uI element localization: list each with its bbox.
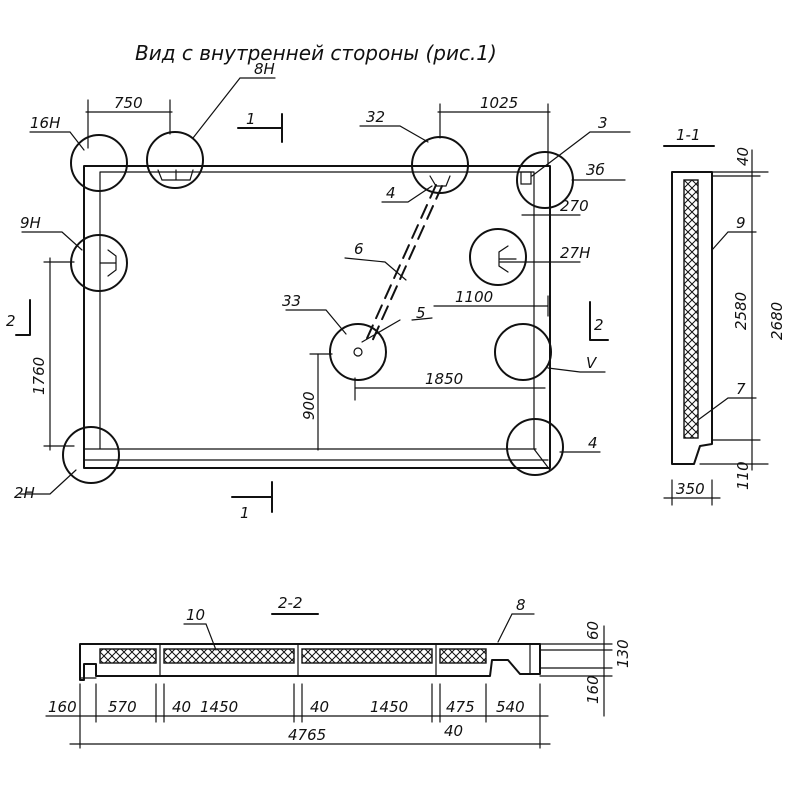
section-mark-1-bottom (231, 481, 273, 513)
leader-2n (19, 469, 77, 495)
insulation-block-4 (439, 648, 487, 664)
dim-900: 900 (300, 391, 318, 420)
dim-1025: 1025 (480, 94, 518, 112)
leader-10 (183, 623, 217, 651)
insulation-block-3 (301, 648, 433, 664)
dim-130: 130 (614, 639, 632, 668)
callout-3: 3 (598, 114, 608, 132)
dim-1760: 1760 (30, 357, 48, 395)
dim-570: 570 (108, 698, 137, 716)
dim-1100: 1100 (455, 288, 493, 306)
dim-40-a: 40 (172, 698, 191, 716)
section-1-1: 1-1 40 2580 2680 110 350 9 7 (663, 126, 786, 506)
callout-27n: 27Н (560, 244, 590, 262)
node-32-detail (429, 175, 451, 187)
callout-10: 10 (186, 606, 205, 624)
dim-750: 750 (114, 94, 143, 112)
node-9n-circle (70, 234, 128, 292)
section-2-2-profile (79, 643, 541, 681)
dim-60: 60 (584, 621, 602, 640)
node-27n-detail (498, 245, 517, 273)
leader-4-top (381, 185, 433, 203)
callout-9n: 9Н (20, 214, 41, 232)
section-mark-2-left (15, 299, 31, 336)
dim-1450-b: 1450 (370, 698, 408, 716)
leader-9n (21, 231, 83, 251)
callout-9-1-1: 9 (736, 214, 746, 232)
node-27n-circle (469, 228, 527, 286)
dim-160-left: 160 (48, 698, 77, 716)
callout-33: 33 (282, 292, 301, 310)
node-16n-circle (70, 134, 128, 192)
leader-7 (697, 397, 757, 421)
cable-dashed (363, 184, 437, 346)
node-4-circle (506, 418, 564, 476)
callout-v: V (586, 354, 598, 372)
section-1-1-insulation (683, 179, 699, 439)
node-33-circle (329, 323, 387, 381)
callout-2n: 2Н (14, 484, 35, 502)
leader-5 (361, 317, 433, 343)
dim-110: 110 (734, 461, 752, 490)
node-9n-detail (99, 249, 117, 277)
section-2-2-title: 2-2 (278, 594, 303, 612)
dim-40-c: 40 (444, 722, 463, 740)
section-label-2-right: 2 (594, 316, 604, 334)
callout-6: 6 (354, 240, 364, 258)
callout-8: 8 (516, 596, 526, 614)
panel-inner-frame (83, 171, 551, 471)
callout-7-1-1: 7 (736, 380, 746, 398)
node-33-point (353, 347, 363, 357)
leader-9 (711, 231, 757, 251)
callout-4-top: 4 (386, 184, 396, 202)
insulation-block-2 (163, 648, 295, 664)
dim-350: 350 (676, 480, 705, 498)
dim-270: 270 (560, 197, 589, 215)
section-mark-2-right (589, 301, 609, 341)
leader-v (547, 367, 606, 373)
section-label-1-bottom: 1 (240, 504, 250, 522)
dim-540: 540 (496, 698, 525, 716)
dim-475: 475 (446, 698, 475, 716)
callout-8n: 8Н (254, 60, 275, 78)
dim-2680: 2680 (768, 302, 786, 340)
node-8n-circle (146, 131, 204, 189)
dim-1850: 1850 (425, 370, 463, 388)
leader-3 (531, 131, 631, 177)
callout-5: 5 (416, 304, 426, 322)
panel-outline (83, 165, 551, 469)
leader-6 (344, 257, 407, 281)
drawing-title: Вид с внутренней стороны (рис.1) (135, 41, 497, 65)
leader-32 (359, 125, 429, 143)
leader-8n (192, 77, 276, 139)
dim-160-right: 160 (584, 675, 602, 704)
leader-33 (285, 309, 347, 335)
section-label-2-left: 2 (6, 312, 16, 330)
leader-16n (29, 131, 85, 151)
callout-4-bottom: 4 (588, 434, 598, 452)
callout-3b: 3б (586, 161, 605, 179)
node-8n-detail (157, 169, 194, 181)
leader-8 (497, 613, 535, 643)
main-view: 16Н 8Н 9Н 32 4 6 33 5 3 3б 27Н V 4 2Н 75… (6, 60, 631, 522)
dim-4765: 4765 (288, 726, 326, 744)
section-label-1-top: 1 (246, 110, 256, 128)
node-3-detail (520, 171, 532, 185)
dim-40-1-1: 40 (734, 147, 752, 166)
section-mark-1-top (237, 113, 283, 143)
node-v-circle (494, 323, 552, 381)
cable-dashed-2 (369, 185, 443, 347)
node-2n-circle (62, 426, 120, 484)
callout-16n: 16Н (30, 114, 60, 132)
dim-1450-a: 1450 (200, 698, 238, 716)
callout-32: 32 (366, 108, 385, 126)
section-1-1-title: 1-1 (676, 126, 701, 144)
section-2-2: 2-2 10 (45, 594, 632, 749)
insulation-block-1 (99, 648, 157, 664)
dim-40-b: 40 (310, 698, 329, 716)
dim-2580: 2580 (732, 292, 750, 330)
